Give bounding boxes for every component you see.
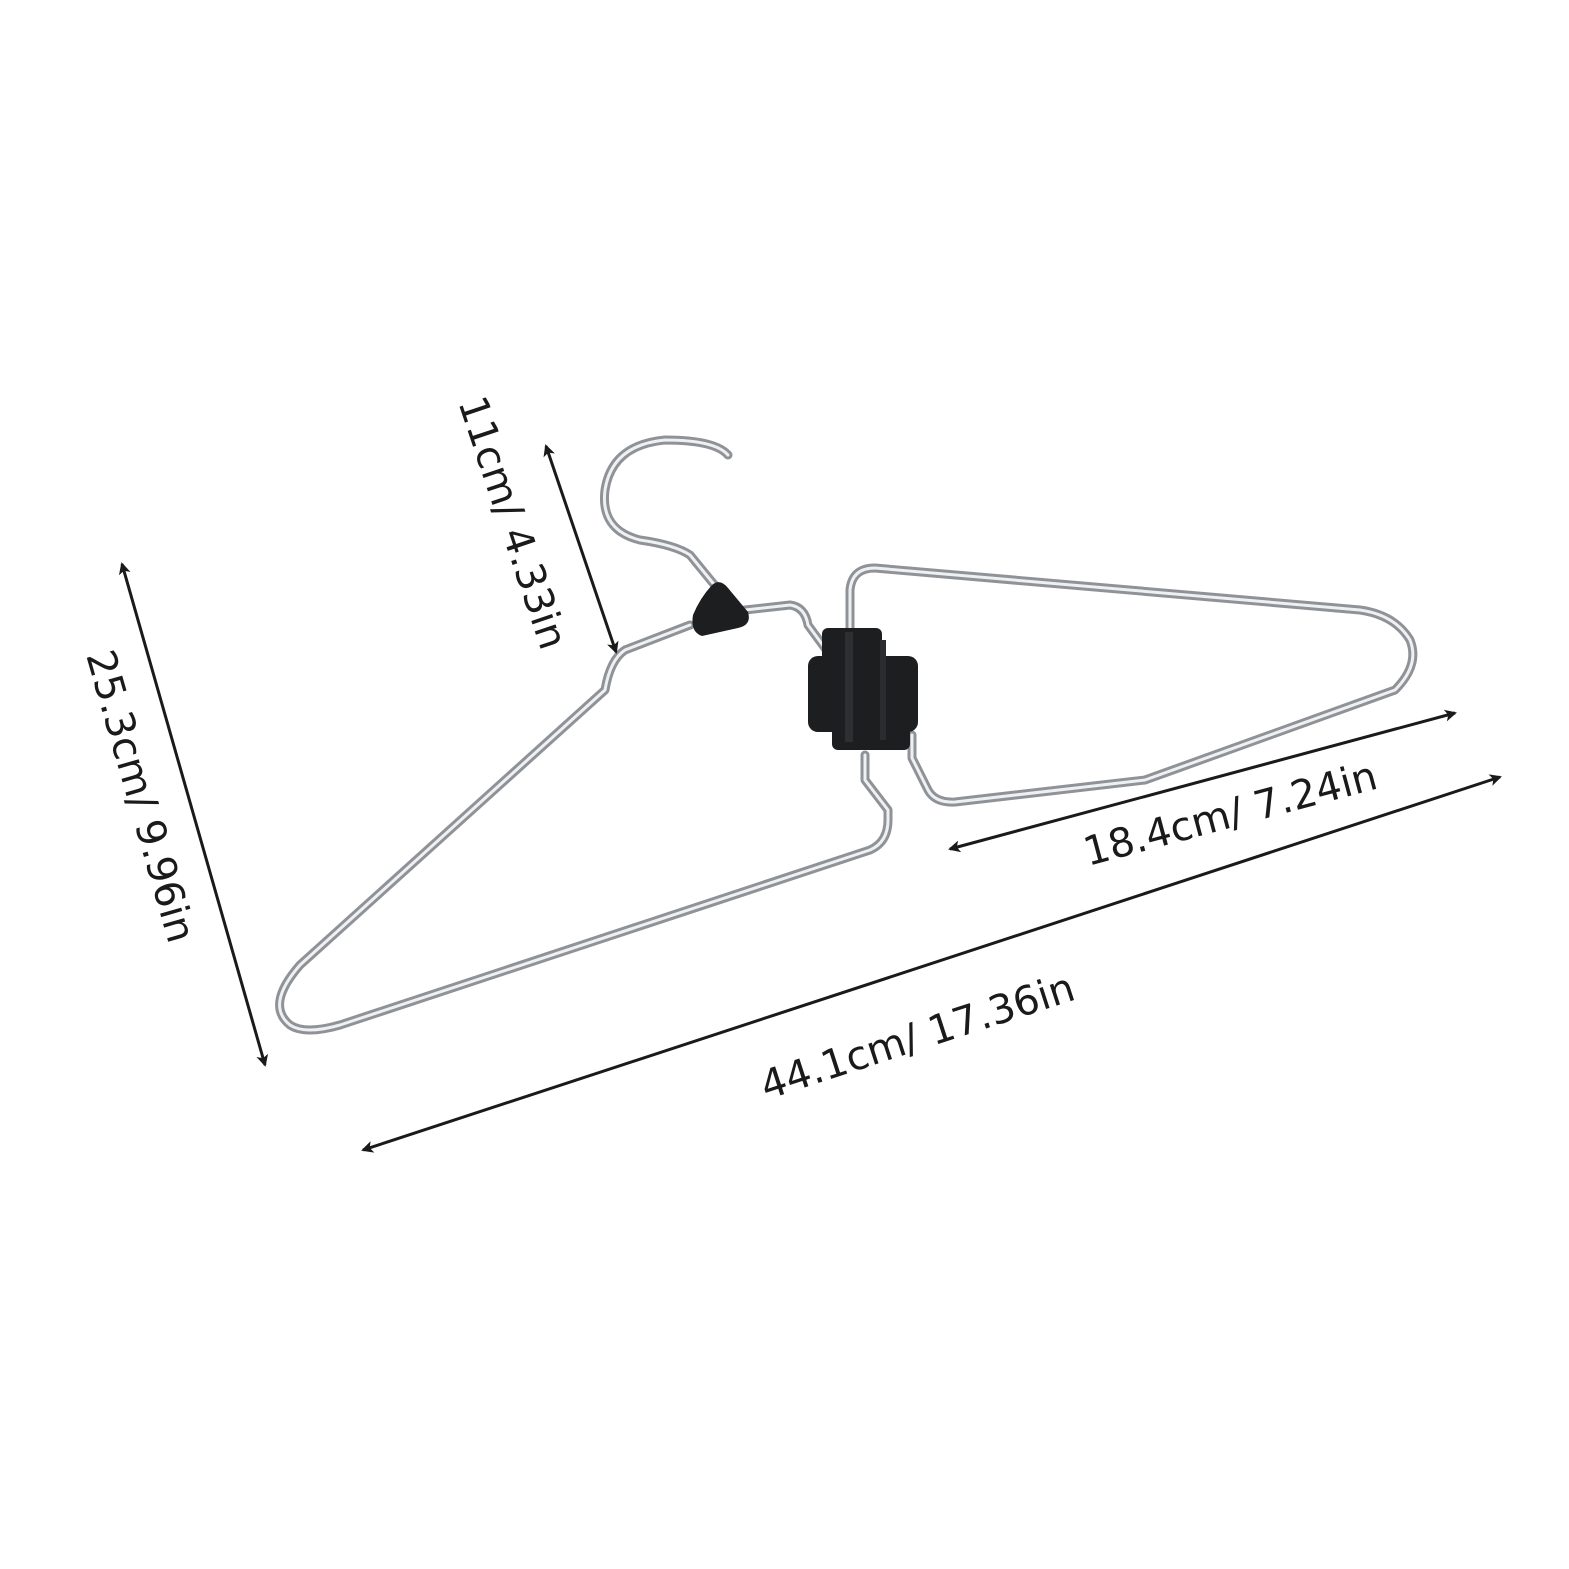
total-width-label: 44.1cm/ 17.36in bbox=[755, 965, 1080, 1110]
hinge-block bbox=[808, 628, 918, 750]
hook-height-label: 11cm/ 4.33in bbox=[449, 391, 576, 656]
hanger-left-frame bbox=[275, 600, 893, 1035]
total-height-label: 25.3cm/ 9.96in bbox=[76, 645, 203, 948]
total-width-arrow bbox=[361, 774, 1502, 1153]
hook-cap bbox=[692, 582, 749, 636]
hook-height-arrow bbox=[543, 444, 619, 654]
total-height-arrow bbox=[118, 562, 269, 1067]
dimension-arrows bbox=[118, 444, 1502, 1153]
folded-width-label: 18.4cm/ 7.24in bbox=[1079, 753, 1382, 876]
hook-icon bbox=[599, 435, 733, 593]
